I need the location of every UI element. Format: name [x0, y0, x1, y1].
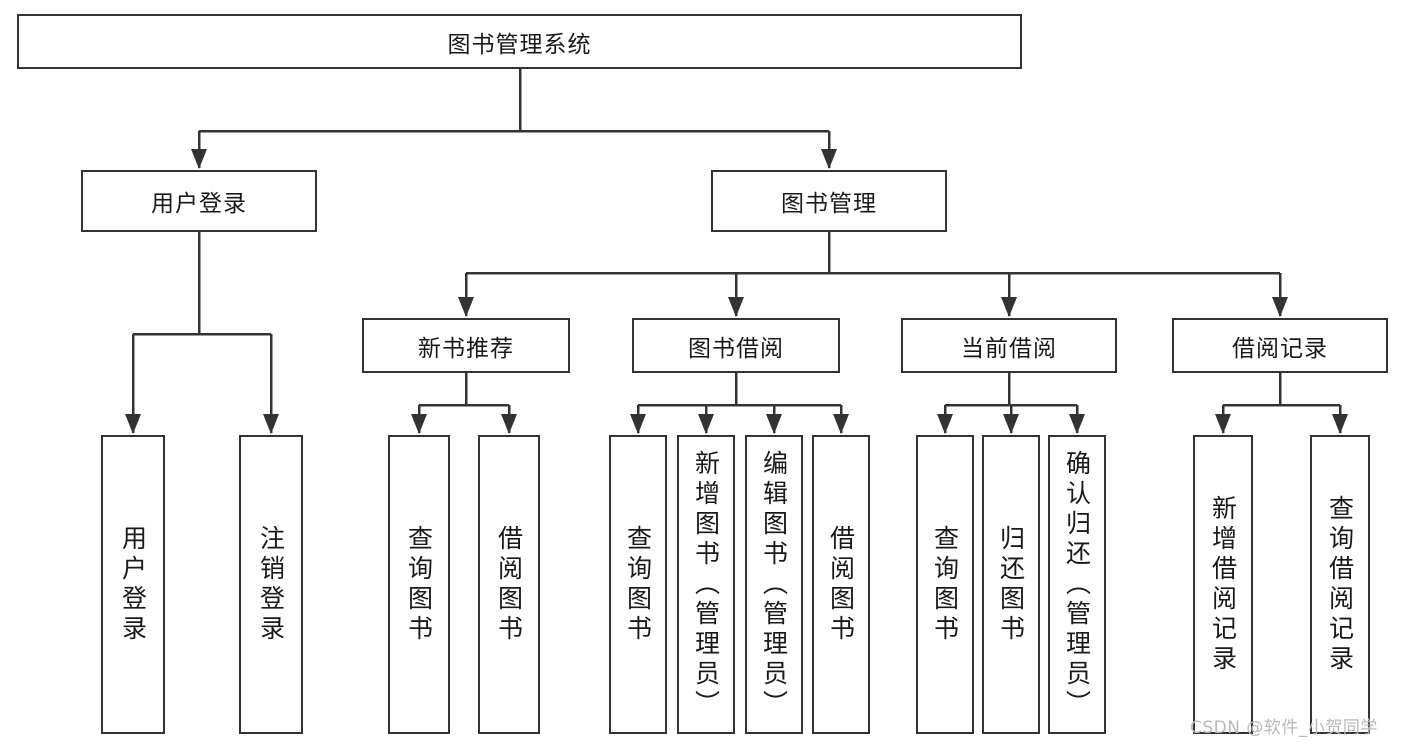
node-leaf-return-book-label: 归还图书	[996, 524, 1026, 645]
node-leaf-edit-book-admin-label: 编辑图书（管理员）	[759, 449, 789, 720]
node-user-login-label: 用户登录	[151, 191, 247, 217]
node-book-manage-label: 图书管理	[781, 191, 877, 217]
node-leaf-cur-query-book[interactable]: 查询图书	[916, 435, 974, 734]
node-borrow-record-label: 借阅记录	[1232, 335, 1328, 362]
node-book-manage[interactable]: 图书管理	[711, 170, 947, 232]
node-current-borrow-label: 当前借阅	[961, 335, 1057, 362]
node-borrow-record[interactable]: 借阅记录	[1172, 318, 1388, 373]
node-leaf-logout[interactable]: 注销登录	[239, 435, 303, 734]
node-leaf-logout-label: 注销登录	[256, 524, 286, 645]
node-leaf-add-book-admin[interactable]: 新增图书（管理员）	[677, 435, 735, 734]
watermark-label: CSDN @软件_小贺同学	[1190, 718, 1378, 738]
node-leaf-query-record[interactable]: 查询借阅记录	[1310, 435, 1370, 734]
node-leaf-rec-borrow-book-label: 借阅图书	[494, 524, 524, 645]
node-leaf-confirm-return-admin-label: 确认归还（管理员）	[1062, 449, 1092, 720]
node-root-label: 图书管理系统	[447, 31, 592, 58]
node-leaf-borrow-query-book-label: 查询图书	[623, 524, 653, 645]
node-leaf-rec-query-book[interactable]: 查询图书	[388, 435, 450, 734]
node-leaf-rec-query-book-label: 查询图书	[404, 524, 434, 645]
node-leaf-add-record[interactable]: 新增借阅记录	[1193, 435, 1253, 734]
node-user-login[interactable]: 用户登录	[81, 170, 317, 232]
node-current-borrow[interactable]: 当前借阅	[901, 318, 1117, 373]
node-leaf-rec-borrow-book[interactable]: 借阅图书	[478, 435, 540, 734]
node-leaf-return-book[interactable]: 归还图书	[982, 435, 1040, 734]
node-leaf-add-book-admin-label: 新增图书（管理员）	[691, 449, 721, 720]
node-new-book-rec[interactable]: 新书推荐	[362, 318, 570, 373]
node-leaf-borrow-query-book[interactable]: 查询图书	[609, 435, 667, 734]
node-book-borrow-label: 图书借阅	[688, 335, 784, 362]
node-leaf-confirm-return-admin[interactable]: 确认归还（管理员）	[1048, 435, 1106, 734]
node-book-borrow[interactable]: 图书借阅	[632, 318, 840, 373]
node-leaf-borrow-book[interactable]: 借阅图书	[812, 435, 870, 734]
node-leaf-user-login-label: 用户登录	[118, 524, 148, 645]
node-leaf-borrow-book-label: 借阅图书	[826, 524, 856, 645]
node-root[interactable]: 图书管理系统	[17, 14, 1022, 69]
node-leaf-user-login[interactable]: 用户登录	[101, 435, 165, 734]
node-leaf-cur-query-book-label: 查询图书	[930, 524, 960, 645]
node-leaf-query-record-label: 查询借阅记录	[1325, 494, 1355, 675]
node-new-book-rec-label: 新书推荐	[418, 335, 514, 362]
node-leaf-edit-book-admin[interactable]: 编辑图书（管理员）	[745, 435, 803, 734]
node-leaf-add-record-label: 新增借阅记录	[1208, 494, 1238, 675]
